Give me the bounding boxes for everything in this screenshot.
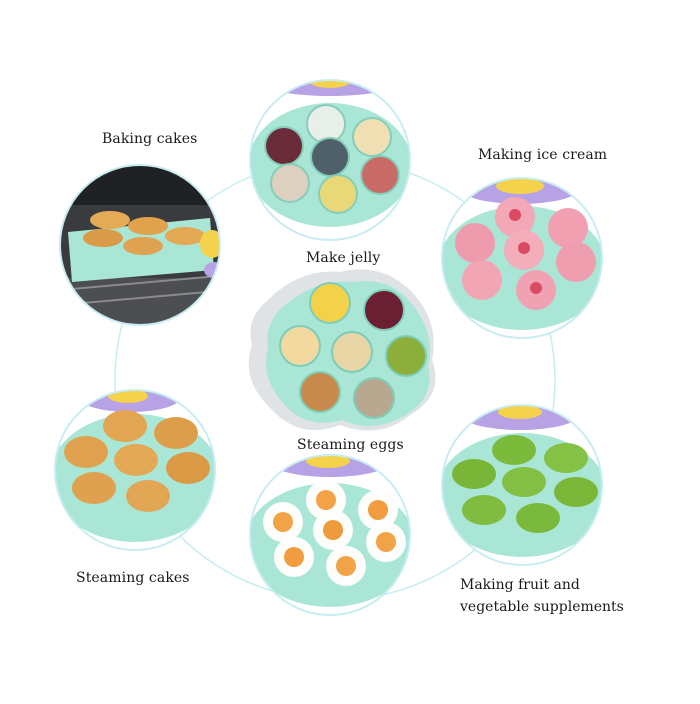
label-steaming-cakes: Steaming cakes bbox=[76, 570, 190, 586]
label-making-fruit-line1: Making fruit and bbox=[460, 577, 580, 593]
steaming-eggs-photo bbox=[250, 455, 410, 615]
steaming-cakes-photo bbox=[55, 390, 215, 550]
label-making-fruit: Making fruit and vegetable supplements bbox=[460, 574, 624, 618]
jelly-photo bbox=[250, 80, 410, 240]
center-mold bbox=[248, 269, 436, 431]
label-make-jelly: Make jelly bbox=[306, 250, 381, 266]
label-making-fruit-line2: vegetable supplements bbox=[460, 599, 624, 615]
label-steaming-eggs: Steaming eggs bbox=[297, 437, 404, 453]
baking-cakes-photo bbox=[60, 165, 220, 325]
label-making-ice-cream: Making ice cream bbox=[478, 147, 608, 163]
fruit-vegetable-photo bbox=[442, 405, 602, 565]
label-baking-cakes: Baking cakes bbox=[102, 131, 198, 147]
ice-cream-photo bbox=[442, 178, 602, 338]
